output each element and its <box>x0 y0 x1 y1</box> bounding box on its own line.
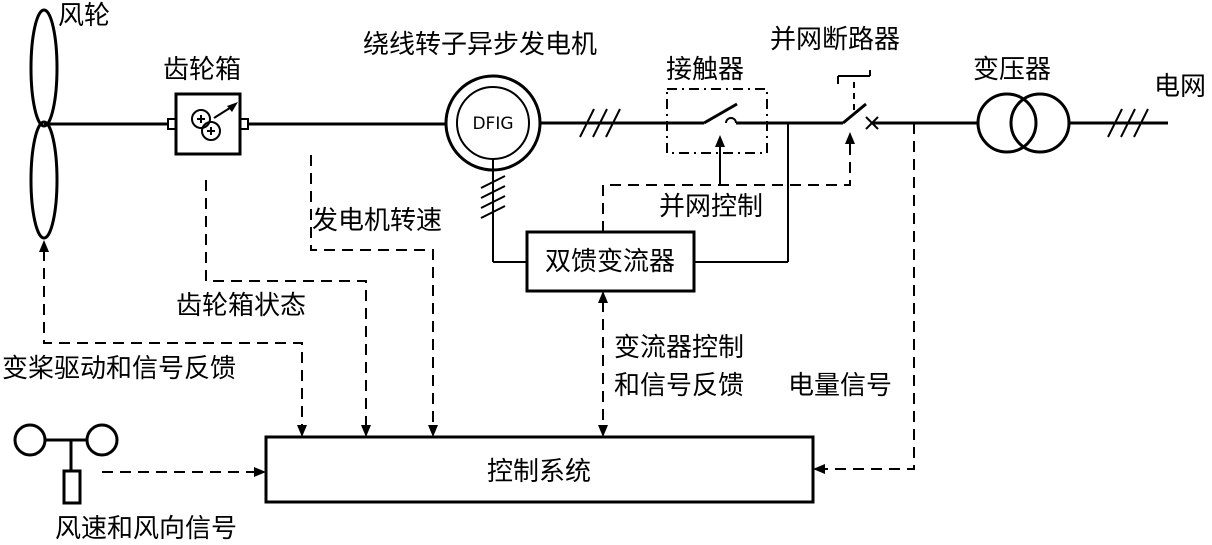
rotor-blade-upper <box>29 8 59 128</box>
contactor-dashed-frame <box>666 88 768 154</box>
gearbox <box>167 92 249 156</box>
transformer-primary-winding <box>976 92 1038 154</box>
grid-label: 电网 <box>1154 72 1206 102</box>
rotor-phase-marks <box>480 175 506 189</box>
transformer-secondary-winding <box>1009 92 1071 154</box>
generator-speed-signal <box>310 155 434 429</box>
contactor-label: 接触器 <box>666 55 744 85</box>
transformer-label: 变压器 <box>973 55 1051 85</box>
grid-control-signal <box>602 140 851 232</box>
grid-breaker <box>833 70 879 130</box>
pitch-drive-label: 变桨驱动和信号反馈 <box>2 354 236 384</box>
rotor-blade-lower <box>29 120 59 240</box>
pitch-drive-signal <box>43 250 303 429</box>
electrical-signal-label: 电量信号 <box>788 371 892 401</box>
gearbox-input-coupling <box>167 118 177 130</box>
breaker-switch-blade <box>842 102 867 125</box>
converter-label: 双馈变流器 <box>545 247 675 277</box>
dfig-generator: DFIG <box>444 74 542 172</box>
electrical-signal-line <box>823 123 915 470</box>
wind-rotor <box>29 8 59 240</box>
grid-control-label: 并网控制 <box>659 192 763 222</box>
grid-breaker-label: 并网断路器 <box>770 25 900 55</box>
dfig-label: DFIG <box>472 114 513 134</box>
anemometer-icon <box>13 423 119 505</box>
contactor-contact-icon <box>725 117 737 124</box>
gearbox-output-coupling <box>239 118 249 130</box>
gearbox-status-signal <box>205 180 367 429</box>
converter-control-label-2: 和信号反馈 <box>614 371 744 401</box>
generator-label: 绕线转子异步发电机 <box>363 30 597 60</box>
transformer <box>976 92 1071 154</box>
wind-signal-label: 风速和风向信号 <box>55 514 237 544</box>
gearbox-status-label: 齿轮箱状态 <box>176 291 306 321</box>
gearbox-label: 齿轮箱 <box>163 55 241 85</box>
control-system-label: 控制系统 <box>487 457 591 487</box>
contactor <box>666 88 768 154</box>
gear-icon-large <box>201 121 221 141</box>
generator-speed-label: 发电机转速 <box>312 206 442 236</box>
converter-control-label-1: 变流器控制 <box>614 333 744 363</box>
gear-icon-small <box>191 109 211 129</box>
contactor-switch-blade <box>703 102 738 125</box>
wind-rotor-label: 风轮 <box>58 1 110 31</box>
control-system-box <box>264 435 815 504</box>
